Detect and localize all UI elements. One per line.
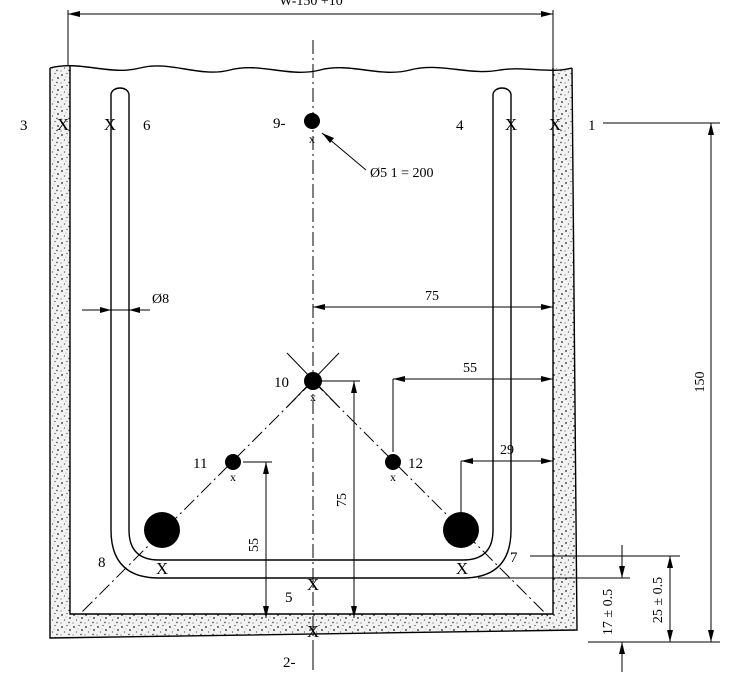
x-mark-6: X bbox=[104, 115, 116, 134]
wire-12 bbox=[385, 454, 401, 470]
wire-callout: Ø5 1 = 200 bbox=[321, 132, 434, 181]
point-1-label: 1 bbox=[588, 118, 596, 134]
u-bar bbox=[110, 87, 512, 579]
u-bar-left-end bbox=[110, 87, 130, 95]
dim-55-right: 55 bbox=[392, 361, 553, 452]
dim-75-top: 75 bbox=[313, 289, 553, 310]
dim-75-center: 75 bbox=[322, 380, 360, 618]
x-mark-4: X bbox=[505, 115, 517, 134]
dim-25: 25 ± 0.5 bbox=[530, 555, 680, 642]
svg-text:55: 55 bbox=[463, 361, 477, 376]
wire-9 bbox=[304, 113, 320, 129]
wire-10 bbox=[304, 372, 322, 390]
x-small-12: x bbox=[390, 470, 396, 484]
svg-text:75: 75 bbox=[335, 493, 350, 507]
svg-text:55: 55 bbox=[247, 538, 262, 552]
x-mark-8: X bbox=[156, 559, 168, 578]
u-bar-outer bbox=[110, 94, 512, 579]
point-labels: 1 2- 3 4 5 6 7 8 9- 10 11 12 bbox=[20, 116, 596, 671]
u-bar-inner bbox=[128, 94, 494, 561]
top-dimension: W-150 +10 bbox=[67, 0, 554, 68]
bar-sections bbox=[144, 113, 479, 548]
x-mark-1: X bbox=[549, 115, 561, 134]
x-mark-7: X bbox=[456, 559, 468, 578]
bar-right-corner bbox=[443, 512, 479, 548]
u-bar-right-end bbox=[492, 87, 512, 95]
point-7-label: 7 bbox=[510, 550, 518, 566]
point-4-label: 4 bbox=[456, 118, 464, 134]
top-dimension-label: W-150 +10 bbox=[279, 0, 343, 9]
point-11-label: 11 bbox=[193, 456, 207, 472]
wire-11 bbox=[225, 454, 241, 470]
dim-55-left: 55 bbox=[243, 461, 272, 618]
bar-left-corner bbox=[144, 512, 180, 548]
point-5-label: 5 bbox=[285, 590, 293, 606]
svg-text:150: 150 bbox=[693, 372, 708, 393]
point-3-label: 3 bbox=[20, 118, 28, 134]
dim-29: 29 bbox=[460, 443, 553, 512]
x-mark-5: X bbox=[307, 575, 319, 594]
diagonal-right bbox=[312, 380, 549, 617]
point-10-label: 10 bbox=[274, 375, 289, 391]
x-mark-2: X bbox=[307, 622, 319, 641]
point-12-label: 12 bbox=[408, 456, 423, 472]
wire-callout-label: Ø5 1 = 200 bbox=[370, 166, 434, 181]
point-6-label: 6 bbox=[143, 118, 151, 134]
x-small-11: x bbox=[230, 470, 236, 484]
x-small-9: x bbox=[309, 132, 315, 146]
svg-text:17 ± 0.5: 17 ± 0.5 bbox=[601, 589, 616, 635]
big-x-marks: X X X X X X X X bbox=[57, 115, 561, 641]
dim-17: 17 ± 0.5 bbox=[478, 545, 630, 672]
dim-150: 150 bbox=[588, 122, 720, 643]
point-9-label: 9- bbox=[273, 116, 286, 132]
svg-text:29: 29 bbox=[500, 443, 514, 458]
bar-diameter-callout: Ø8 bbox=[82, 292, 169, 313]
inner-wall-outline bbox=[69, 66, 554, 615]
svg-text:75: 75 bbox=[425, 289, 439, 304]
svg-text:25 ± 0.5: 25 ± 0.5 bbox=[651, 577, 666, 623]
diagonal-left bbox=[79, 380, 314, 615]
x-small-10: x bbox=[310, 390, 316, 404]
wavy-break-line bbox=[49, 64, 573, 74]
point-2-label: 2- bbox=[283, 655, 296, 671]
x-mark-3: X bbox=[57, 115, 69, 134]
bar-diameter-label: Ø8 bbox=[152, 292, 169, 307]
point-8-label: 8 bbox=[98, 555, 106, 571]
small-x-marks: x x x x bbox=[230, 132, 396, 484]
